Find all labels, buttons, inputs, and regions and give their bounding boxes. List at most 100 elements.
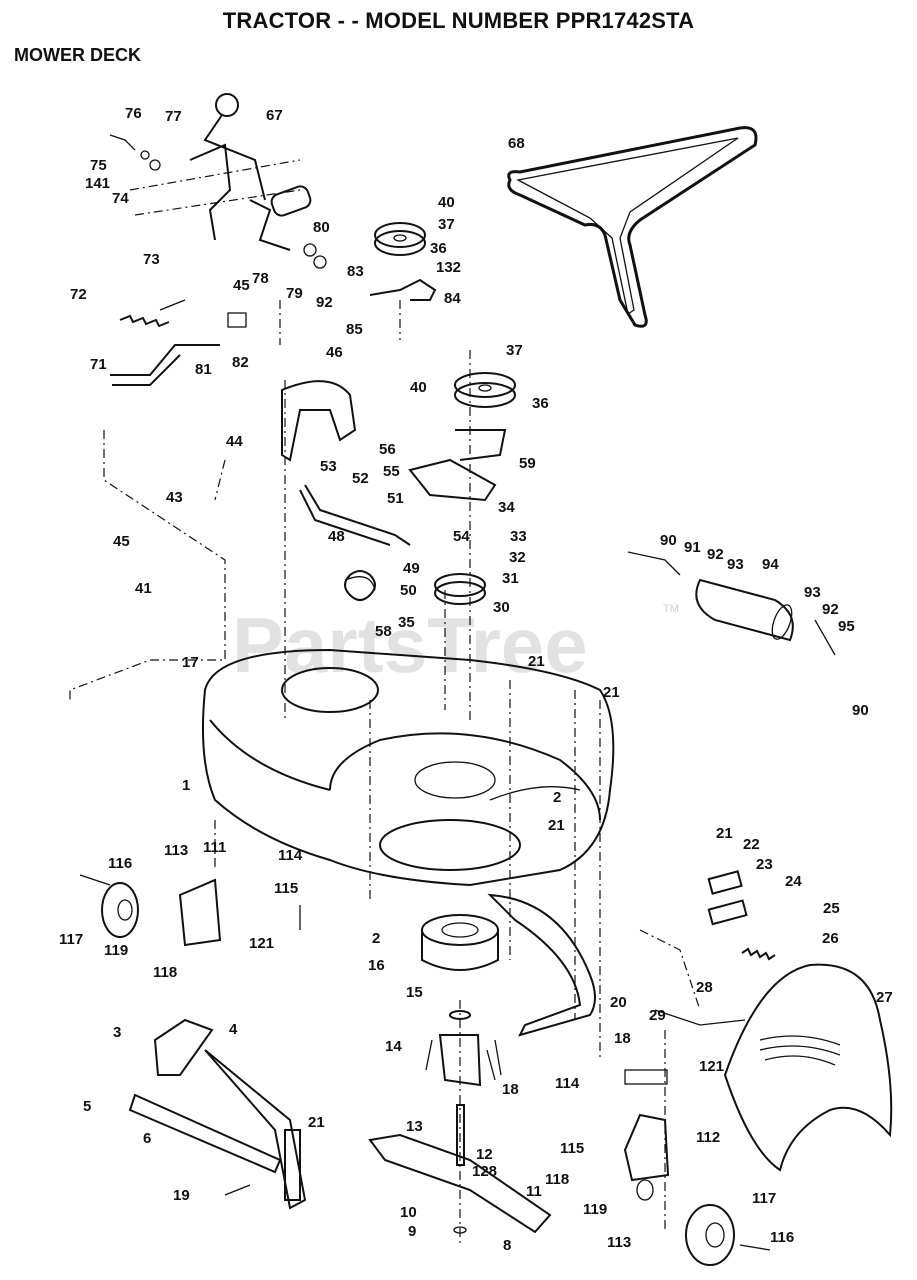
gauge-wheel-right	[623, 1069, 771, 1266]
callout-label: 21	[548, 817, 565, 834]
baffle-20	[487, 893, 596, 1037]
callout-label: 93	[727, 556, 744, 573]
callout-label: 31	[502, 570, 519, 587]
callout-label: 46	[326, 344, 343, 361]
assembly-guide-lines	[69, 159, 701, 1245]
callout-label: 119	[583, 1201, 607, 1218]
callout-label: 81	[195, 361, 212, 378]
callout-label: 91	[684, 539, 701, 556]
watermark-trademark: TM	[663, 603, 679, 615]
callout-label: 30	[493, 599, 510, 616]
callout-label: 121	[699, 1058, 724, 1075]
callout-label: 19	[173, 1187, 190, 1204]
callout-label: 68	[508, 135, 525, 152]
callout-label: 132	[436, 259, 461, 276]
callout-label: 116	[108, 855, 132, 872]
section-title: MOWER DECK	[14, 45, 141, 65]
drive-belt-68	[507, 126, 758, 328]
callout-label: 116	[770, 1229, 794, 1246]
callout-label: 15	[406, 984, 423, 1001]
callout-label: 72	[70, 286, 87, 303]
callout-label: 2	[372, 930, 380, 947]
callout-label: 71	[90, 356, 107, 373]
callout-label: 23	[756, 856, 773, 873]
callout-label: 1	[182, 777, 190, 794]
callout-label: 77	[165, 108, 182, 125]
callout-label: 115	[560, 1140, 584, 1157]
callout-label: 36	[532, 395, 549, 412]
callout-label: 13	[406, 1118, 423, 1135]
callout-label: 59	[519, 455, 536, 472]
callout-label: 85	[346, 321, 363, 338]
callout-label: 115	[274, 880, 298, 897]
callout-label: 83	[347, 263, 364, 280]
callout-label: 18	[614, 1030, 631, 1047]
callout-label: 78	[252, 270, 269, 287]
callout-label: 117	[59, 931, 83, 948]
callout-label: 18	[502, 1081, 519, 1098]
callout-label: 121	[249, 935, 274, 952]
callout-label: 118	[153, 964, 177, 981]
callout-label: 32	[509, 549, 526, 566]
callout-label: 22	[743, 836, 760, 853]
callout-label: 28	[696, 979, 713, 996]
callout-label: 3	[113, 1024, 121, 1041]
callout-label: 76	[125, 105, 142, 122]
callout-label: 35	[398, 614, 415, 631]
callout-label: 21	[603, 684, 620, 701]
callout-label: 92	[707, 546, 724, 563]
callout-label: 53	[320, 458, 337, 475]
callout-label: 20	[610, 994, 627, 1011]
callout-label: 114	[278, 847, 303, 864]
callout-label: 94	[762, 556, 779, 573]
lift-links	[128, 1018, 307, 1210]
belt-guard-44	[281, 380, 357, 462]
callout-label: 25	[823, 900, 840, 917]
callout-label: 55	[383, 463, 400, 480]
callout-label: 128	[472, 1163, 497, 1180]
callout-label: 27	[876, 989, 893, 1006]
callout-label: 90	[660, 532, 677, 549]
callout-label: 49	[403, 560, 420, 577]
idler-arm-assembly	[299, 458, 497, 601]
callout-label: 24	[785, 873, 802, 890]
callout-label: 90	[852, 702, 869, 719]
callout-label: 92	[316, 294, 333, 311]
callout-label: 9	[408, 1223, 416, 1240]
pulleys	[369, 222, 516, 605]
callout-label: 56	[379, 441, 396, 458]
callout-label: 141	[85, 175, 110, 192]
callout-label: 40	[410, 379, 427, 396]
callout-label: 75	[90, 157, 107, 174]
callout-label: 58	[375, 623, 392, 640]
diagram-title: TRACTOR - - MODEL NUMBER PPR1742STA	[222, 8, 695, 33]
callout-label: 48	[328, 528, 345, 545]
gauge-wheel-left	[79, 874, 301, 947]
callout-label: 6	[143, 1130, 151, 1147]
callout-label: 2	[553, 789, 561, 806]
callout-label: 113	[607, 1234, 631, 1251]
watermark: PartsTree	[232, 601, 588, 689]
callout-label: 5	[83, 1098, 91, 1115]
callout-label: 84	[444, 290, 461, 307]
discharge-deflector-27	[654, 870, 893, 1172]
callout-label: 36	[430, 240, 447, 257]
callout-label: 34	[498, 499, 515, 516]
spindle-and-blade	[368, 914, 552, 1234]
callout-label: 12	[476, 1146, 493, 1163]
callout-label: 112	[696, 1129, 720, 1146]
callout-label: 37	[438, 216, 455, 233]
callout-label: 92	[822, 601, 839, 618]
callout-label: 26	[822, 930, 839, 947]
lift-lever-assembly	[109, 93, 327, 269]
callout-label: 79	[286, 285, 303, 302]
callout-label: 21	[528, 653, 545, 670]
callout-label: 113	[164, 842, 188, 859]
callout-label: 117	[752, 1190, 776, 1207]
callout-label: 16	[368, 957, 385, 974]
callout-label: 17	[182, 654, 199, 671]
callout-label: 10	[400, 1204, 417, 1221]
callout-label: 73	[143, 251, 160, 268]
callout-label: 33	[510, 528, 527, 545]
